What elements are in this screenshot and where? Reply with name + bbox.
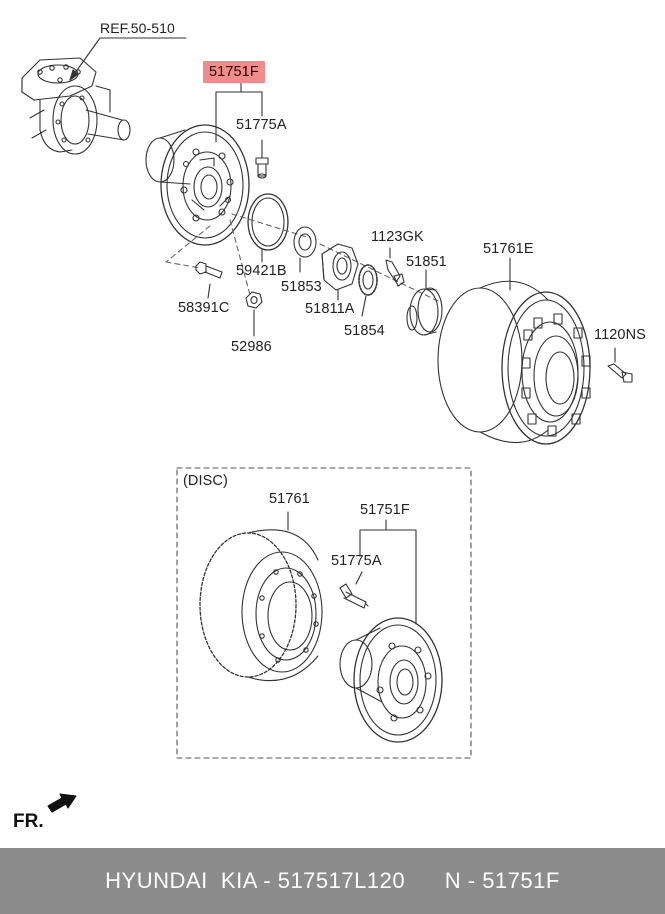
part-label-59421B[interactable]: 59421B — [236, 263, 287, 279]
screw-1120NS — [607, 347, 633, 383]
disc-box — [176, 467, 472, 759]
part-label-disc-51775A[interactable]: 51775A — [331, 553, 382, 569]
footer-brand-part-number: HYUNDAI KIA - 517517L120 — [105, 868, 406, 893]
part-label-58391C[interactable]: 58391C — [178, 300, 230, 316]
part-label-51775A[interactable]: 51775A — [236, 117, 287, 133]
disc-box-title: (DISC) — [183, 473, 228, 489]
leader-disc-51751F — [359, 519, 417, 625]
bearing-51811A — [321, 243, 359, 301]
part-label-51761[interactable]: 51761 — [269, 491, 310, 507]
part-label-disc-51751F[interactable]: 51751F — [360, 502, 410, 518]
assembly-axis — [165, 213, 441, 303]
brake-drum — [437, 257, 591, 445]
bolt-1123GK — [385, 247, 405, 287]
part-label-51811A[interactable]: 51811A — [305, 301, 355, 317]
wheel-hub — [145, 124, 250, 246]
ref-leader — [69, 37, 187, 81]
nut-52986 — [245, 291, 263, 337]
highlighted-part-label[interactable]: 51751F — [203, 61, 265, 83]
part-label-51854[interactable]: 51854 — [344, 323, 385, 339]
wheel-stud-disc — [339, 571, 369, 609]
brake-disc — [199, 511, 323, 682]
parts-diagram — [21, 37, 633, 813]
front-arrow-icon — [47, 793, 77, 813]
part-label-51853[interactable]: 51853 — [281, 279, 322, 295]
part-label-51761E[interactable]: 51761E — [483, 241, 534, 257]
footer-spacer — [405, 868, 445, 894]
part-label-51851[interactable]: 51851 — [406, 254, 447, 270]
part-label-1123GK[interactable]: 1123GK — [371, 229, 424, 245]
bolt-58391C — [195, 261, 223, 299]
o-ring — [247, 193, 289, 263]
steering-knuckle — [21, 57, 131, 155]
part-label-1120NS[interactable]: 1120NS — [594, 327, 646, 343]
seal-51853 — [293, 226, 317, 273]
part-label-52986[interactable]: 52986 — [231, 339, 272, 355]
lock-washer — [358, 264, 378, 317]
front-direction-label: FR. — [13, 811, 44, 832]
footer-part-code: N - 51751F — [444, 868, 560, 893]
footer-bar: HYUNDAI KIA - 517517L120 N - 51751F — [0, 848, 665, 914]
hub-cap — [406, 269, 443, 336]
wheel-stud-top — [255, 139, 269, 179]
wheel-hub-disc — [339, 617, 443, 743]
ref-label[interactable]: REF.50-510 — [100, 20, 175, 36]
